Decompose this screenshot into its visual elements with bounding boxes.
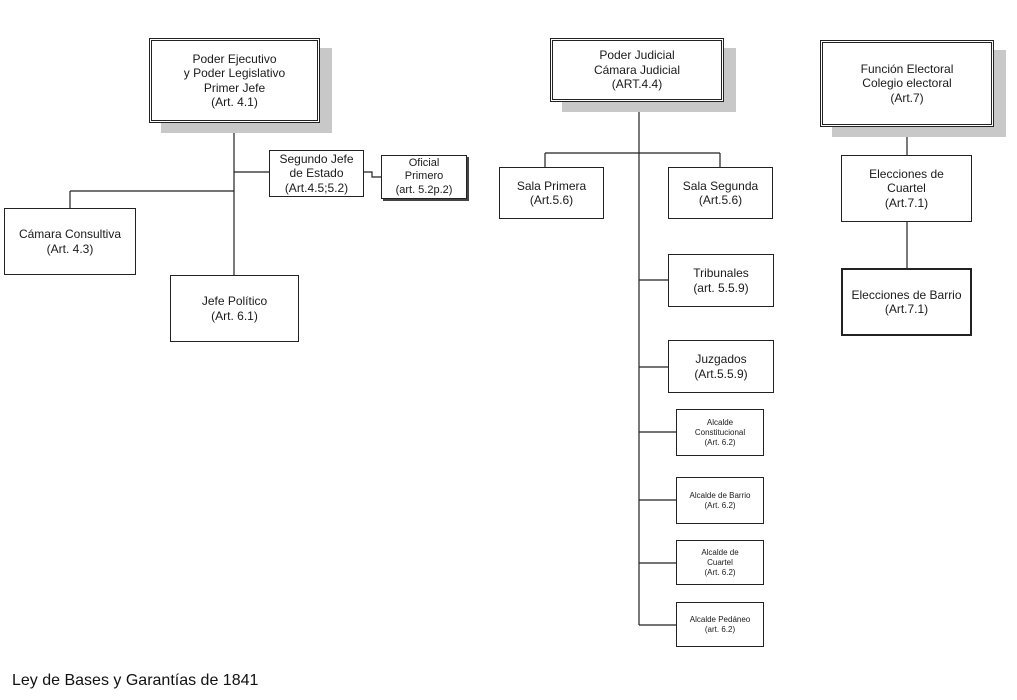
box-line: Constitucional [694, 427, 746, 437]
box-line: Oficial [408, 157, 440, 170]
funcion-electoral-box: Función Electoral Colegio electoral (Art… [820, 40, 994, 127]
box-line: Función Electoral [860, 61, 954, 76]
box-line: Colegio electoral [862, 76, 952, 91]
box-line: Tribunales [693, 266, 749, 281]
box-line: (Art. 6.2) [704, 437, 736, 447]
jefe-politico-box: Jefe Político (Art. 6.1) [170, 275, 299, 342]
alcalde-barrio-box: Alcalde de Barrio (Art. 6.2) [676, 477, 764, 524]
box-line: (art. 5.5.9) [693, 280, 749, 295]
box-line: Alcalde de Barrio [689, 490, 751, 500]
box-line: (Art.5.6) [529, 193, 574, 207]
box-line: Cámara Judicial [593, 62, 681, 77]
box-line: Primer Jefe [203, 80, 266, 95]
box-line: Alcalde de [701, 547, 739, 557]
tribunales-box: Tribunales (art. 5.5.9) [668, 254, 774, 307]
box-line: Poder Ejecutivo [192, 51, 277, 66]
sala-segunda-box: Sala Segunda (Art.5.6) [668, 167, 773, 219]
box-line: Segundo Jefe [279, 151, 354, 166]
box-line: Cámara Consultiva [18, 227, 122, 242]
poder-judicial-box: Poder Judicial Cámara Judicial (ART.4.4) [550, 38, 724, 102]
box-line: (art. 5.2p.2) [395, 183, 453, 196]
box-line: Alcalde [706, 417, 734, 427]
box-line: (ART.4.4) [611, 77, 663, 92]
box-line: (Art. 6.2) [704, 567, 736, 577]
box-line: (Art.7) [890, 90, 924, 105]
poder-ejecutivo-box: Poder Ejecutivo y Poder Legislativo Prim… [149, 38, 320, 123]
juzgados-box: Juzgados (Art.5.5.9) [668, 340, 774, 393]
figure-caption: Ley de Bases y Garantías de 1841 [12, 672, 259, 689]
box-line: Cuartel [887, 181, 926, 196]
box-line: (Art.7.1) [884, 302, 929, 316]
segundo-jefe-box: Segundo Jefe de Estado (Art.4.5;5.2) [269, 150, 364, 197]
box-line: Poder Judicial [599, 48, 675, 63]
box-line: Primero [404, 170, 444, 183]
box-line: Jefe Político [201, 294, 268, 309]
oficial-primero-box: Oficial Primero (art. 5.2p.2) [381, 155, 467, 199]
box-line: Sala Segunda [682, 178, 759, 193]
box-line: (Art.5.5.9) [694, 366, 748, 381]
box-line: (Art.5.6) [698, 193, 743, 207]
box-line: y Poder Legislativo [183, 66, 286, 81]
box-line: (Art.4.5;5.2) [284, 180, 349, 195]
box-line: de Estado [289, 166, 344, 181]
sala-primera-box: Sala Primera (Art.5.6) [499, 167, 604, 219]
box-line: (art. 6.2) [704, 624, 736, 634]
box-line: (Art. 6.1) [211, 308, 258, 323]
box-line: (Art. 4.3) [46, 241, 94, 256]
alcalde-cuartel-box: Alcalde de Cuartel (Art. 6.2) [676, 540, 764, 585]
box-line: (Art. 6.2) [704, 500, 736, 510]
alcalde-constitucional-box: Alcalde Constitucional (Art. 6.2) [676, 409, 764, 456]
box-line: Sala Primera [516, 178, 587, 193]
box-line: Cuartel [707, 557, 733, 567]
box-line: Elecciones de Barrio [851, 287, 962, 302]
alcalde-pedaneo-box: Alcalde Pedáneo (art. 6.2) [676, 602, 764, 647]
camara-consultiva-box: Cámara Consultiva (Art. 4.3) [4, 208, 136, 275]
box-line: (Art.7.1) [884, 195, 929, 210]
box-line: (Art. 4.1) [211, 94, 258, 109]
box-line: Juzgados [695, 352, 747, 367]
elecciones-barrio-box: Elecciones de Barrio (Art.7.1) [841, 268, 972, 336]
box-line: Alcalde Pedáneo [689, 614, 751, 624]
box-line: Elecciones de [869, 166, 944, 181]
elecciones-cuartel-box: Elecciones de Cuartel (Art.7.1) [841, 155, 972, 222]
